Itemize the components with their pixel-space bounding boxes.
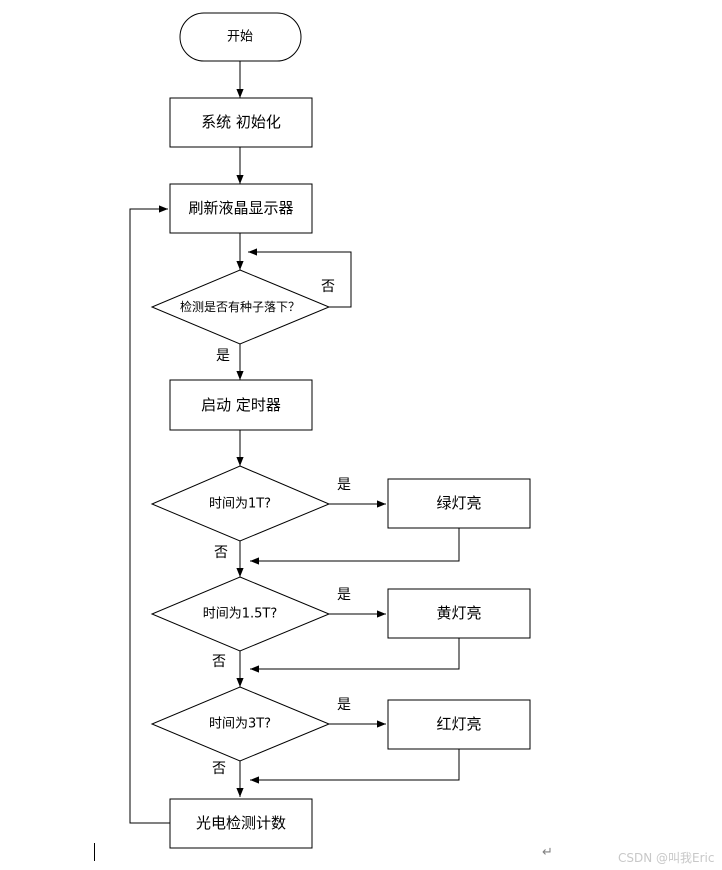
t3-no-label: 否	[212, 761, 226, 777]
count-box	[169, 798, 313, 849]
arrow-green-return	[250, 528, 460, 565]
t1-no-label: 否	[214, 545, 228, 561]
init-box	[169, 97, 313, 148]
green-box	[387, 478, 531, 529]
green-label: 绿灯亮	[436, 494, 481, 512]
text-cursor	[94, 843, 95, 861]
watermark: CSDN @叫我Eric	[618, 851, 715, 865]
t3-label: 时间为3T?	[209, 717, 271, 732]
yellow-box	[387, 588, 531, 639]
t15-no-label: 否	[212, 654, 226, 670]
arrow-count-loop-back	[129, 205, 170, 824]
t1-yes-label: 是	[337, 477, 351, 493]
timer-label: 启动 定时器	[201, 396, 281, 414]
start-label: 开始	[227, 30, 253, 45]
refresh-box	[169, 183, 313, 234]
red-label: 红灯亮	[436, 715, 481, 733]
arrow-red-return	[250, 749, 460, 784]
paragraph-mark: ↵	[542, 845, 553, 860]
detect-label: 检测是否有种子落下？	[180, 299, 300, 314]
detect-decision	[150, 269, 331, 345]
count-label: 光电检测计数	[196, 814, 286, 832]
init-label: 系统 初始化	[201, 113, 281, 131]
yellow-label: 黄灯亮	[436, 604, 481, 622]
red-box	[387, 699, 531, 750]
timer-box	[169, 379, 313, 431]
start-terminal	[179, 12, 302, 62]
t3-yes-label: 是	[337, 697, 351, 713]
t1-decision	[150, 465, 331, 542]
detect-yes-label: 是	[216, 348, 230, 364]
t15-decision	[150, 576, 331, 652]
t1-label: 时间为1T?	[209, 497, 271, 512]
refresh-label: 刷新液晶显示器	[188, 199, 293, 217]
arrow-yellow-return	[250, 638, 460, 673]
t3-decision	[150, 686, 331, 762]
arrow-detect-no-loop	[248, 248, 352, 308]
t15-yes-label: 是	[337, 587, 351, 603]
t15-label: 时间为1.5T?	[203, 607, 278, 622]
detect-no-label: 否	[321, 279, 335, 295]
